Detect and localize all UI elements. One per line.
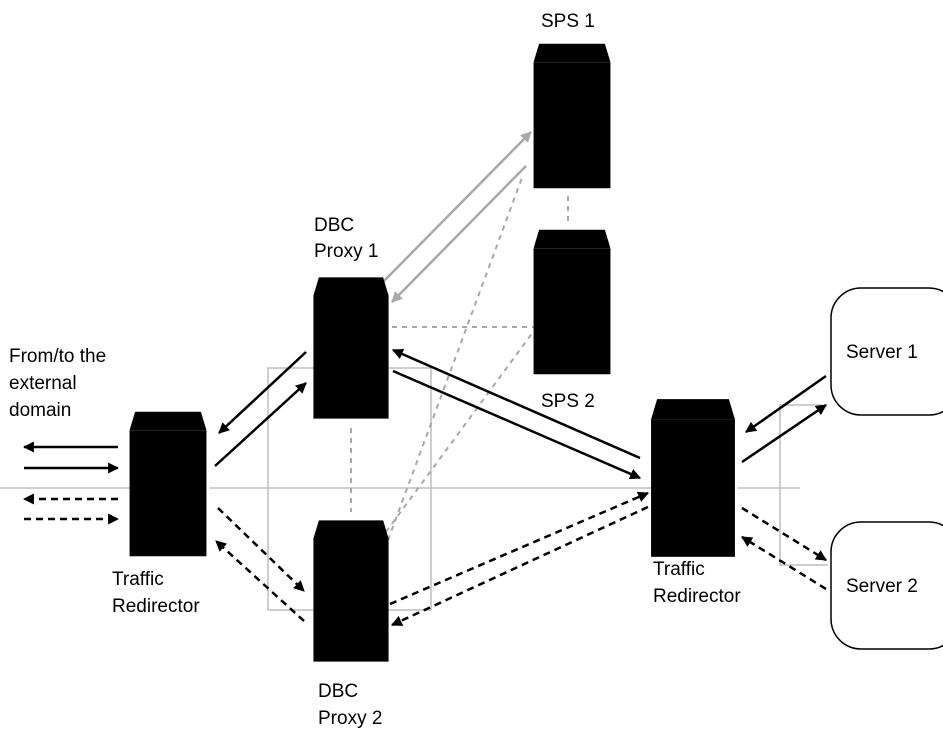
traffic-redirector-left-server (129, 411, 207, 557)
sps-interconnects (350, 174, 569, 541)
server1-box (830, 287, 943, 416)
sps2-label: SPS 2 (541, 391, 595, 412)
sps1-label: SPS 1 (541, 11, 595, 32)
dbc-proxy1-label-line1: DBC (314, 215, 354, 236)
sps1-server (533, 43, 611, 189)
sps2-server (533, 229, 611, 375)
dbc-proxy1-server (313, 277, 389, 419)
external-domain-label-line3: domain (9, 400, 71, 421)
dbc-proxy1-label-line2: Proxy 1 (314, 241, 378, 262)
traffic-redirector-left-label-line1: Traffic (112, 569, 164, 590)
server2-box (830, 521, 943, 650)
traffic-redirector-right-server (651, 399, 735, 557)
dbc-proxy2-label-line1: DBC (318, 681, 358, 702)
solid-traffic-arrows (22, 348, 827, 480)
server2-label: Server 2 (846, 576, 918, 597)
traffic-redirector-right-label-line2: Redirector (653, 586, 741, 607)
dbc-proxy2-label-line2: Proxy 2 (318, 708, 382, 729)
external-domain-label-line2: external (9, 373, 77, 394)
traffic-redirector-left-label-line2: Redirector (112, 596, 200, 617)
traffic-redirector-right-label-line1: Traffic (653, 559, 705, 580)
dashed-traffic-arrows (22, 491, 827, 627)
sps1-arrows (379, 131, 532, 303)
external-domain-label-line1: From/to the (9, 346, 106, 367)
server1-label: Server 1 (846, 342, 918, 363)
dbc-proxy2-server (313, 520, 389, 662)
